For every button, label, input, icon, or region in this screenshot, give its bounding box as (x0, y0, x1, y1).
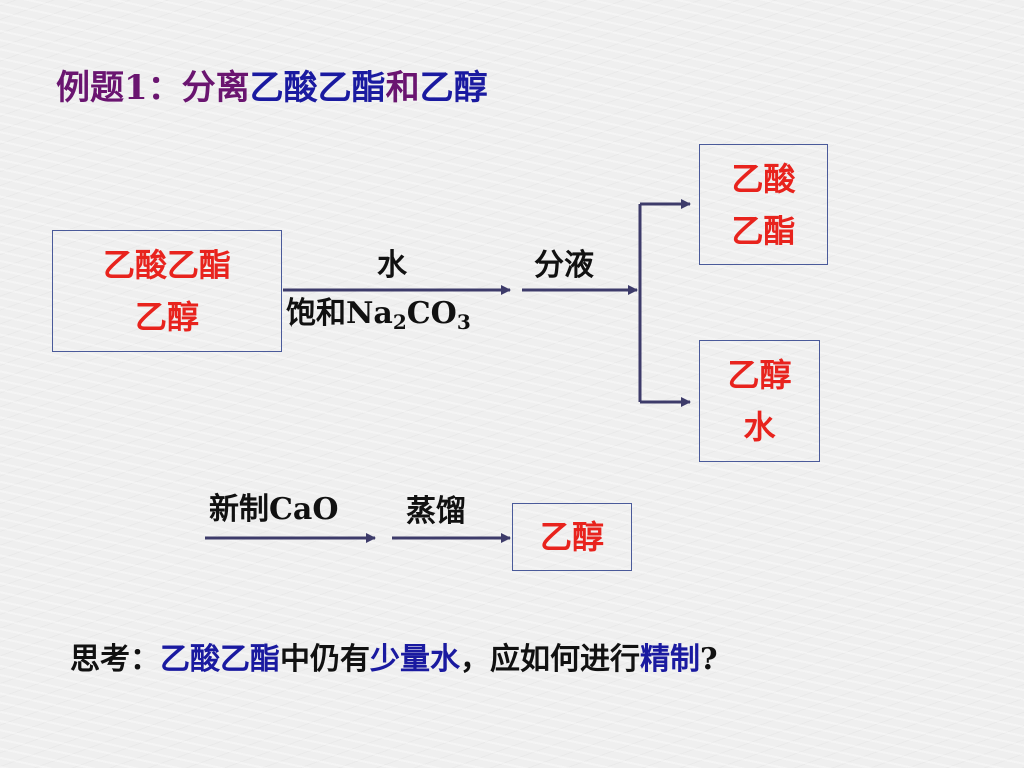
final-product-box: 乙醇 (512, 503, 632, 571)
lower-product-line2: 水 (743, 408, 776, 446)
question-prefix: 思考： (70, 642, 160, 677)
upper-product-box: 乙酸 乙酯 (699, 144, 828, 265)
title-and: 和 (385, 68, 420, 108)
question-ester: 乙酸乙酯 (160, 642, 280, 677)
distillation-label: 蒸馏 (406, 494, 466, 529)
mixture-box: 乙酸乙酯 乙醇 (52, 230, 282, 352)
reagent-na-text: 饱和Na (286, 296, 393, 331)
question-little-water: 少量水 (370, 642, 460, 677)
mixture-line2: 乙醇 (134, 298, 199, 336)
lower-product-line1: 乙醇 (727, 356, 792, 394)
title-ester: 乙酸乙酯 (249, 68, 386, 108)
final-product-text: 乙醇 (539, 518, 604, 556)
question-mark: ? (700, 642, 718, 677)
cao-label: 新制CaO (209, 492, 339, 527)
title-prefix: 例题1：分离 (56, 68, 250, 108)
lower-product-box: 乙醇 水 (699, 340, 820, 462)
thinking-question: 思考：乙酸乙酯中仍有少量水，应如何进行精制? (70, 636, 718, 684)
slide-title: 例题1：分离乙酸乙酯和乙醇 (56, 64, 488, 112)
question-still-has: 中仍有 (280, 642, 370, 677)
mixture-line1: 乙酸乙酯 (102, 246, 231, 284)
reagent-water-label: 水 (377, 248, 407, 283)
subscript-3: 3 (456, 310, 471, 334)
reagent-na2co3-label: 饱和Na2CO3 (286, 294, 471, 342)
question-how-to: ，应如何进行 (460, 642, 640, 677)
upper-product-line2: 乙酯 (731, 211, 796, 250)
subscript-2: 2 (392, 310, 407, 334)
reagent-co-text: CO (406, 296, 457, 331)
separation-label: 分液 (534, 248, 594, 283)
question-refine: 精制 (640, 642, 700, 677)
upper-product-line1: 乙酸 (731, 159, 796, 198)
title-ethanol: 乙醇 (419, 68, 488, 108)
